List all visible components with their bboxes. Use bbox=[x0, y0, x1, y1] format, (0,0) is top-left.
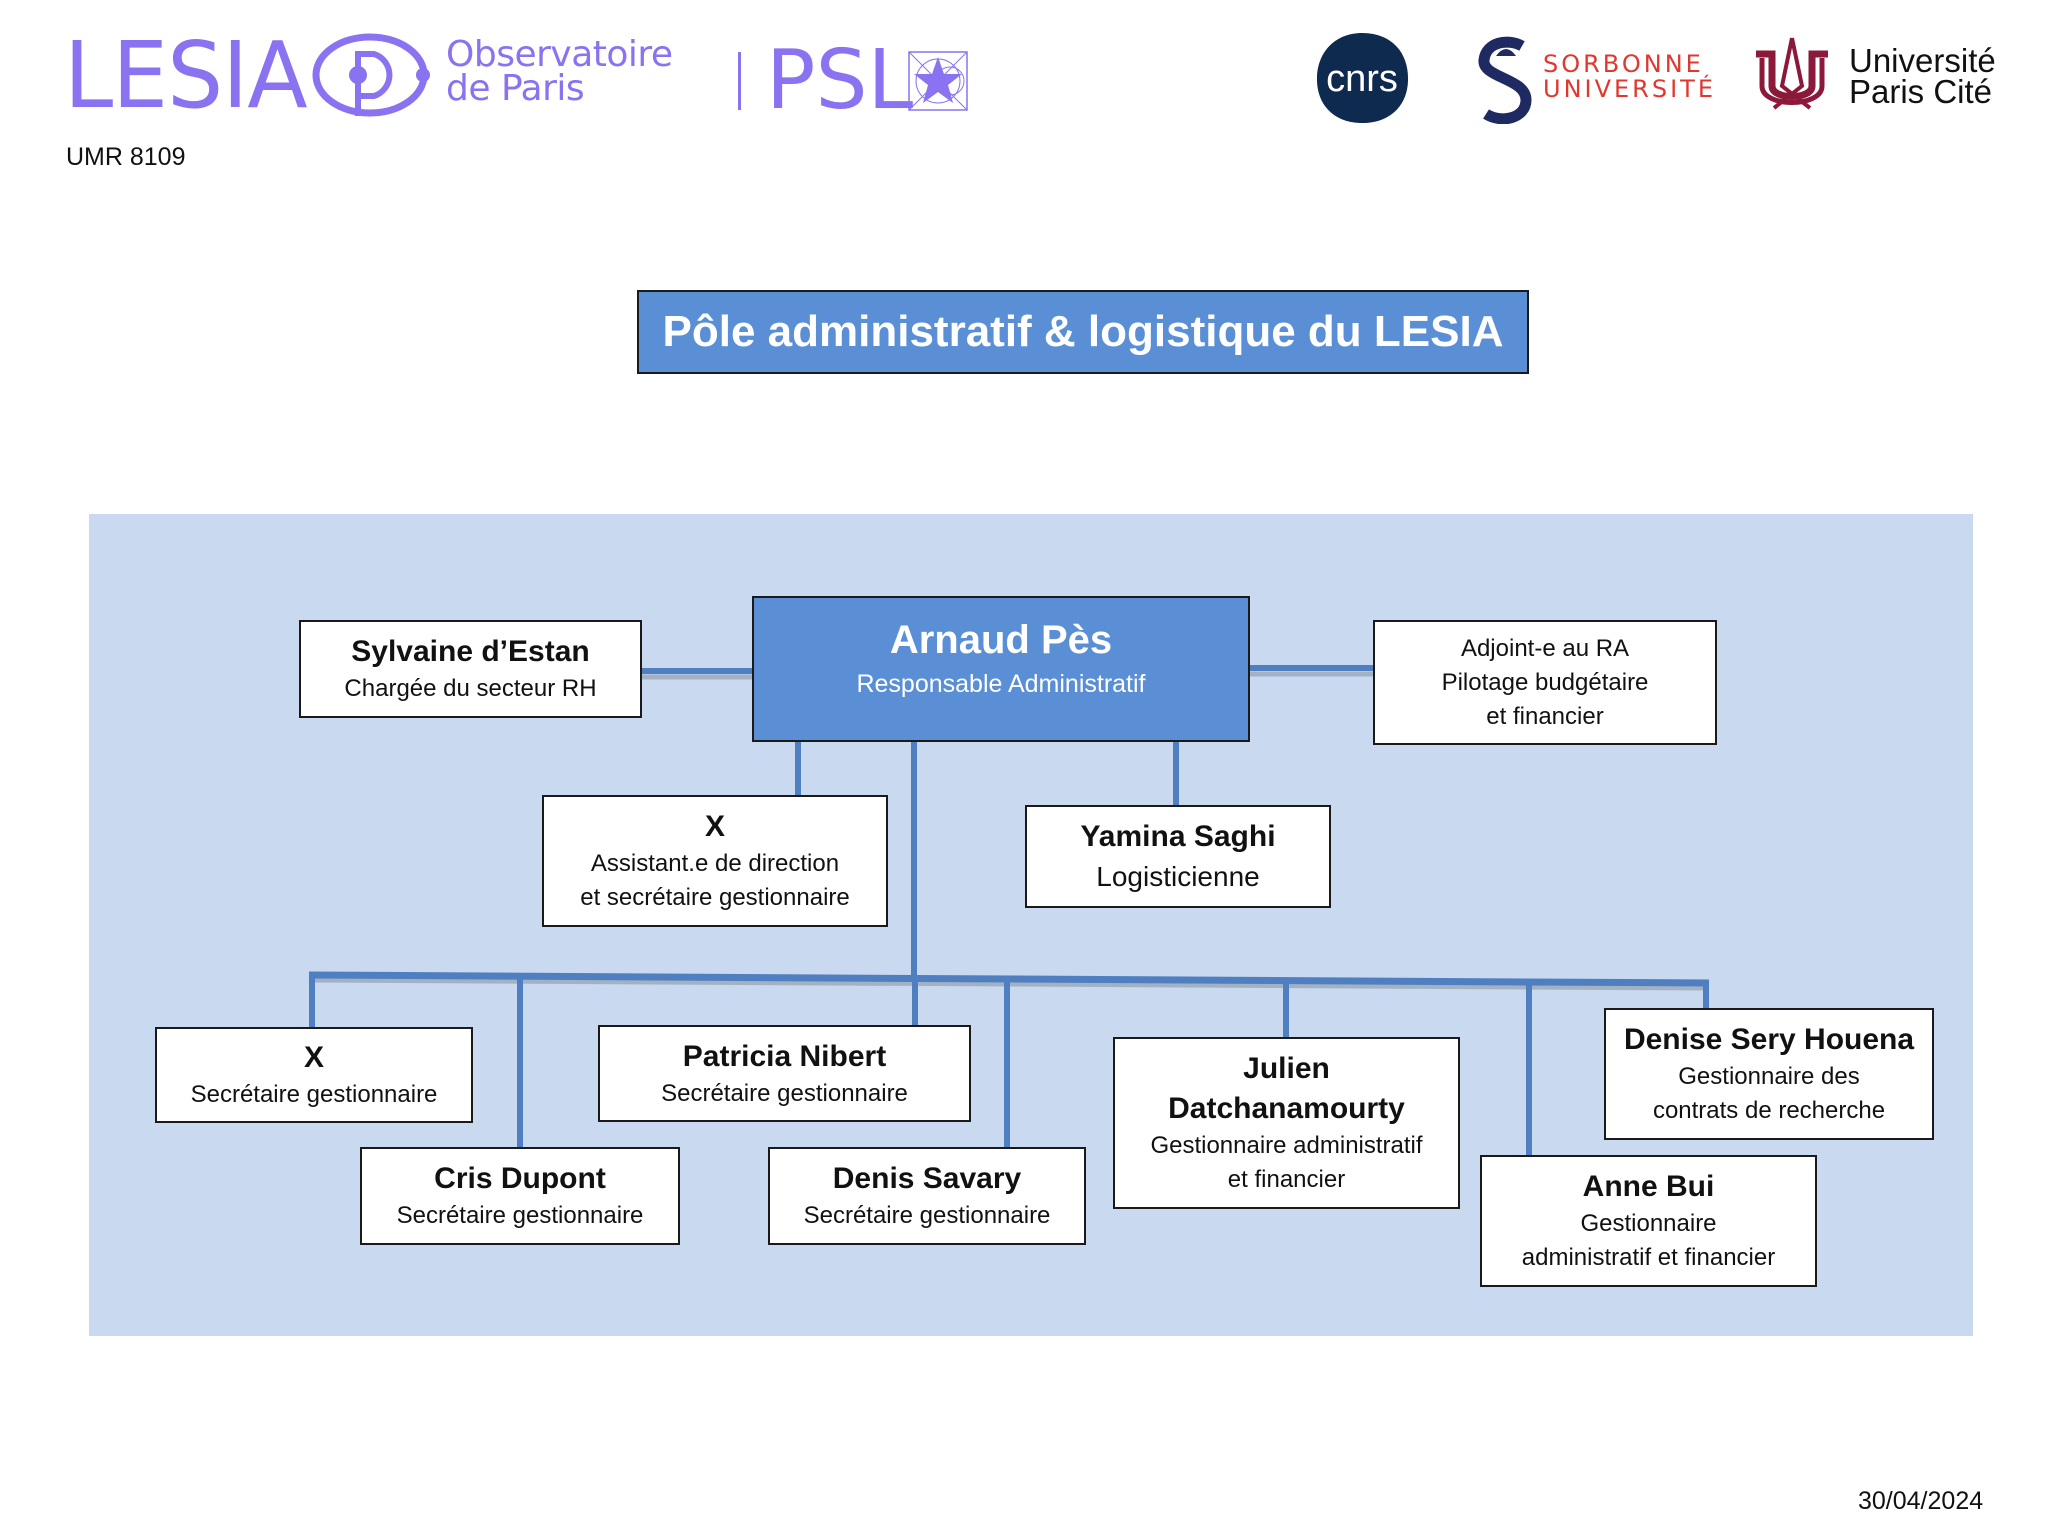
assistant-role-line-1: Assistant.e de direction bbox=[590, 850, 840, 877]
staff-name: Denis Savary bbox=[832, 1162, 1022, 1195]
staff-role: Secrétaire gestionnaire bbox=[803, 1202, 1051, 1229]
observatoire-line-2: de Paris bbox=[446, 68, 585, 109]
org-node-hr[interactable]: Sylvaine d’Estan Chargée du secteur RH bbox=[299, 620, 642, 718]
page-title: Pôle administratif & logistique du LESIA bbox=[662, 307, 1504, 356]
sorbonne-line-2: UNIVERSITÉ bbox=[1543, 75, 1716, 103]
staff-role: Secrétaire gestionnaire bbox=[190, 1081, 438, 1108]
assistant-role-line-2: et secrétaire gestionnaire bbox=[580, 884, 850, 911]
staff-role-line-2: contrats de recherche bbox=[1652, 1097, 1886, 1124]
staff-role-line-1: Gestionnaire bbox=[1580, 1210, 1717, 1237]
org-node-lead[interactable]: Arnaud Pès Responsable Administratif bbox=[752, 596, 1250, 742]
hr-role: Chargée du secteur RH bbox=[344, 675, 597, 702]
universite-paris-cite-logo-text: Université Paris Cité bbox=[1849, 42, 1996, 110]
staff-name: Patricia Nibert bbox=[682, 1039, 887, 1073]
org-node-assistant[interactable]: X Assistant.e de direction et secrétaire… bbox=[542, 795, 888, 927]
universite-paris-cite-logo-icon bbox=[1756, 37, 1828, 110]
org-node-staff[interactable]: X Secrétaire gestionnaire bbox=[155, 1027, 473, 1123]
deputy-role-line-1: Adjoint-e au RA bbox=[1460, 634, 1630, 662]
logistics-name: Yamina Saghi bbox=[1080, 819, 1276, 853]
logo-separator bbox=[738, 52, 741, 110]
sorbonne-line-1: SORBONNE bbox=[1543, 50, 1704, 78]
org-node-staff[interactable]: Denis Savary Secrétaire gestionnaire bbox=[768, 1147, 1086, 1245]
staff-role-line-2: administratif et financier bbox=[1521, 1244, 1776, 1271]
hr-name: Sylvaine d’Estan bbox=[351, 635, 590, 668]
upc-line-1: Université bbox=[1849, 42, 1996, 79]
cnrs-logo-text: cnrs bbox=[1326, 58, 1398, 100]
org-node-staff[interactable]: Anne Bui Gestionnaire administratif et f… bbox=[1480, 1155, 1817, 1287]
staff-name: Anne Bui bbox=[1582, 1170, 1715, 1203]
org-node-staff[interactable]: Cris Dupont Secrétaire gestionnaire bbox=[360, 1147, 680, 1245]
org-node-staff[interactable]: Denise Sery Houena Gestionnaire des cont… bbox=[1604, 1008, 1934, 1140]
staff-role: Secrétaire gestionnaire bbox=[661, 1079, 908, 1107]
org-node-staff[interactable]: Julien Datchanamourty Gestionnaire admin… bbox=[1113, 1037, 1460, 1209]
upc-line-2: Paris Cité bbox=[1849, 73, 1993, 110]
staff-name-line-2: Datchanamourty bbox=[1168, 1092, 1405, 1125]
observatoire-line-1: Observatoire bbox=[446, 34, 673, 75]
psl-star-icon bbox=[908, 51, 968, 111]
lead-role: Responsable Administratif bbox=[856, 670, 1146, 698]
lead-name: Arnaud Pès bbox=[889, 618, 1113, 662]
org-node-staff[interactable]: Patricia Nibert Secrétaire gestionnaire bbox=[598, 1025, 971, 1122]
org-node-logistics[interactable]: Yamina Saghi Logisticienne bbox=[1025, 805, 1331, 908]
staff-role: Secrétaire gestionnaire bbox=[396, 1202, 644, 1229]
deputy-role-line-2: Pilotage budgétaire bbox=[1441, 668, 1649, 696]
staff-name: Cris Dupont bbox=[434, 1162, 606, 1195]
page-title-banner: Pôle administratif & logistique du LESIA bbox=[637, 290, 1529, 374]
psl-logo-text: PSL bbox=[766, 33, 914, 128]
sorbonne-logo-text: SORBONNE UNIVERSITÉ bbox=[1543, 52, 1716, 102]
staff-role-line-2: et financier bbox=[1227, 1166, 1346, 1193]
sorbonne-logo-icon bbox=[1478, 36, 1532, 124]
staff-role-line-1: Gestionnaire administratif bbox=[1150, 1132, 1423, 1159]
org-node-deputy[interactable]: Adjoint-e au RA Pilotage budgétaire et f… bbox=[1373, 620, 1717, 745]
cnrs-logo-icon: cnrs bbox=[1316, 33, 1409, 124]
observatoire-logo-text: Observatoire de Paris bbox=[446, 34, 673, 109]
assistant-name: X bbox=[704, 810, 725, 843]
staff-name: X bbox=[303, 1041, 324, 1074]
staff-name: Denise Sery Houena bbox=[1623, 1023, 1915, 1056]
logistics-role: Logisticienne bbox=[1096, 860, 1260, 892]
lesia-logo: LESIA bbox=[64, 22, 308, 129]
observatoire-logo-icon bbox=[312, 33, 430, 117]
document-date: 30/04/2024 bbox=[1858, 1487, 1984, 1515]
staff-role-line-1: Gestionnaire des bbox=[1678, 1063, 1860, 1090]
deputy-role-line-3: et financier bbox=[1486, 702, 1604, 730]
umr-label: UMR 8109 bbox=[66, 143, 186, 171]
staff-name-line-1: Julien bbox=[1243, 1052, 1330, 1085]
